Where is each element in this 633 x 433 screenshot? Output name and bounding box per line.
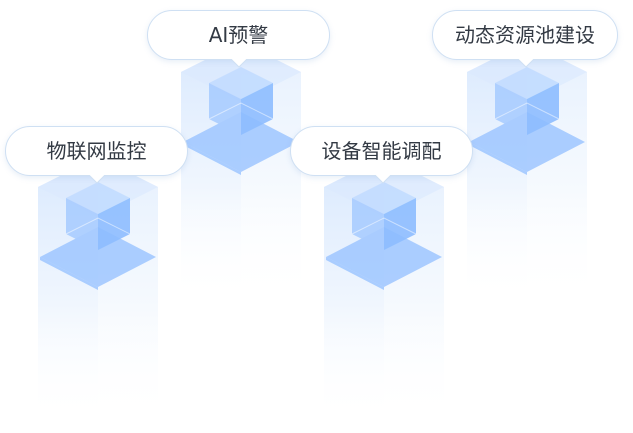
label-resource-text: 动态资源池建设 <box>455 23 595 47</box>
pillar-resource <box>467 57 587 302</box>
label-bubble-iot: 物联网监控 <box>5 126 188 176</box>
pillar-iot <box>38 172 158 422</box>
pillar-ai-graphic <box>181 57 301 302</box>
pillar-ai <box>181 57 301 302</box>
label-bubble-equipment: 设备智能调配 <box>290 126 473 176</box>
bubble-pointer <box>231 59 247 68</box>
pillar-equipment-graphic <box>324 172 444 422</box>
cube-icon <box>208 67 274 135</box>
pillar-resource-graphic <box>467 57 587 302</box>
label-iot-text: 物联网监控 <box>46 139 147 163</box>
cube-icon <box>494 67 560 135</box>
pillar-equipment <box>324 172 444 422</box>
label-bubble-resource: 动态资源池建设 <box>432 10 618 60</box>
bubble-pointer <box>375 175 391 184</box>
label-equipment-text: 设备智能调配 <box>321 139 442 163</box>
bubble-pointer <box>518 59 534 68</box>
label-ai-text: AI预警 <box>208 23 269 47</box>
cube-icon <box>351 182 417 250</box>
cube-icon <box>65 182 131 250</box>
pillar-iot-graphic <box>38 172 158 422</box>
label-bubble-ai: AI预警 <box>147 10 330 60</box>
bubble-pointer <box>89 175 105 184</box>
